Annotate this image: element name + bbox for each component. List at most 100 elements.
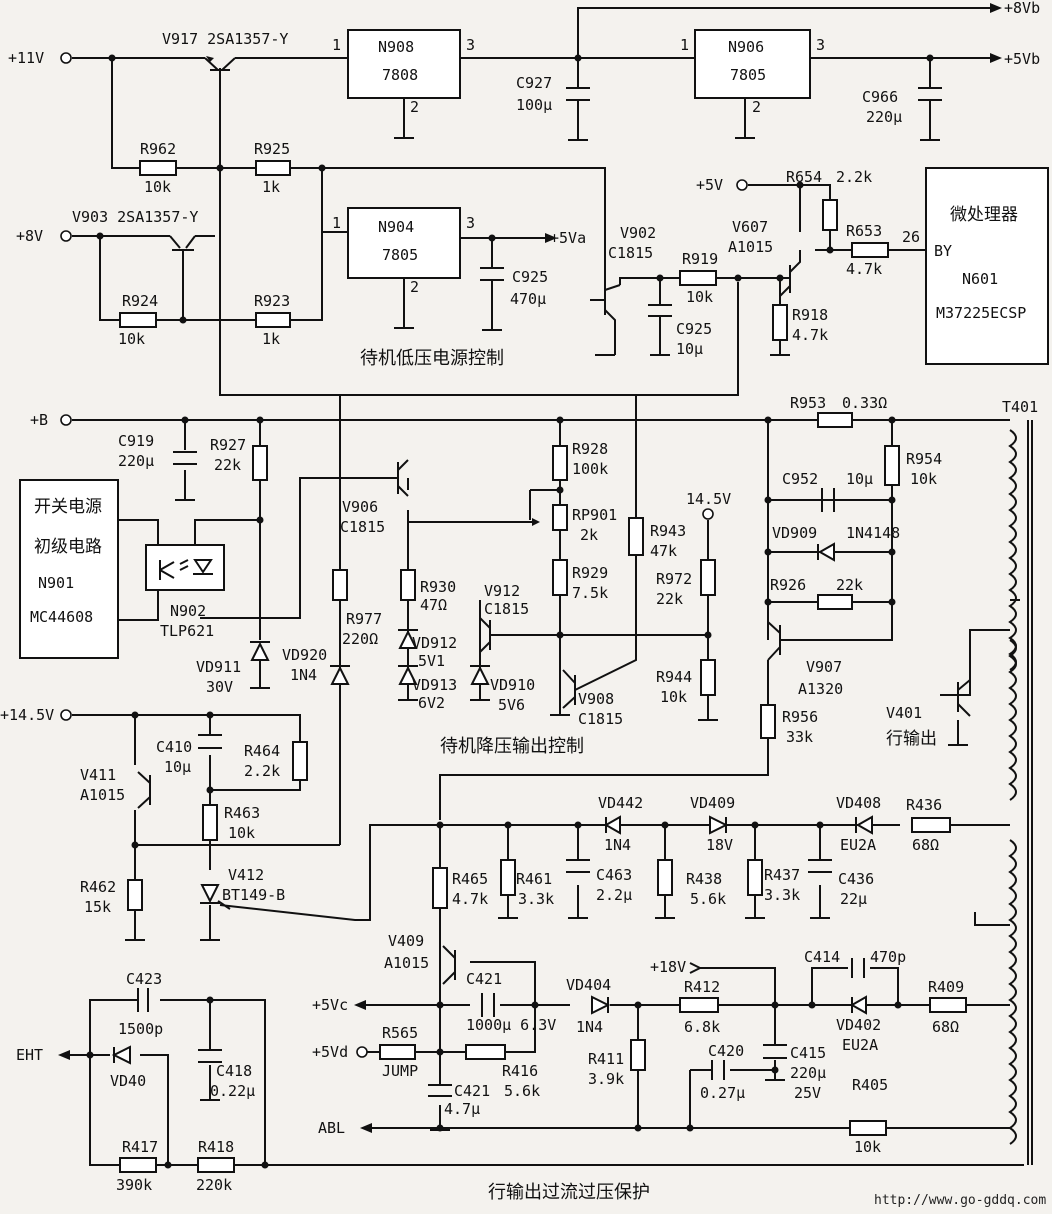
- svg-text:R416: R416: [502, 1062, 538, 1080]
- svg-text:C410: C410: [156, 738, 192, 756]
- svg-text:22k: 22k: [836, 576, 863, 594]
- svg-text:R923: R923: [254, 292, 290, 310]
- svg-text:10k: 10k: [854, 1138, 881, 1156]
- rail-14-5v: +14.5V: [0, 706, 54, 724]
- svg-text:N601: N601: [962, 270, 998, 288]
- svg-text:5.6k: 5.6k: [690, 890, 726, 908]
- svg-text:行输出: 行输出: [886, 729, 937, 749]
- svg-text:JUMP: JUMP: [382, 1062, 418, 1080]
- svg-text:R926: R926: [770, 576, 806, 594]
- svg-text:C1815: C1815: [340, 518, 385, 536]
- svg-text:R654: R654: [786, 168, 822, 186]
- svg-text:2.2k: 2.2k: [244, 762, 280, 780]
- rail-5vb: +5Vb: [1004, 50, 1040, 68]
- svg-text:C1815: C1815: [608, 244, 653, 262]
- svg-text:3.3k: 3.3k: [518, 890, 554, 908]
- svg-text:R919: R919: [682, 250, 718, 268]
- svg-text:VD911: VD911: [196, 658, 241, 676]
- svg-text:VD912: VD912: [412, 634, 457, 652]
- svg-text:C423: C423: [126, 970, 162, 988]
- rail-b: +B: [30, 411, 48, 429]
- svg-text:V902: V902: [620, 224, 656, 242]
- svg-text:V912: V912: [484, 582, 520, 600]
- svg-text:R962: R962: [140, 140, 176, 158]
- svg-text:C415: C415: [790, 1044, 826, 1062]
- svg-text:10k: 10k: [118, 330, 145, 348]
- svg-text:2: 2: [410, 98, 419, 116]
- svg-text:2: 2: [410, 278, 419, 296]
- svg-text:C927: C927: [516, 74, 552, 92]
- svg-text:3: 3: [466, 36, 475, 54]
- svg-text:V411: V411: [80, 766, 116, 784]
- svg-text:R953: R953: [790, 394, 826, 412]
- optocoupler-n902: N902 TLP621: [145, 544, 225, 640]
- rail-18v: +18V: [650, 958, 686, 976]
- svg-text:220μ: 220μ: [866, 108, 902, 126]
- svg-text:R463: R463: [224, 804, 260, 822]
- svg-text:4.7k: 4.7k: [792, 326, 828, 344]
- svg-text:R462: R462: [80, 878, 116, 896]
- svg-text:100μ: 100μ: [516, 96, 552, 114]
- svg-text:R409: R409: [928, 978, 964, 996]
- svg-text:C952: C952: [782, 470, 818, 488]
- rail-8vb: +8Vb: [1004, 0, 1040, 17]
- svg-text:1N4: 1N4: [576, 1018, 603, 1036]
- svg-text:22k: 22k: [656, 590, 683, 608]
- svg-text:7.5k: 7.5k: [572, 584, 608, 602]
- svg-text:1: 1: [680, 36, 689, 54]
- svg-text:47k: 47k: [650, 542, 677, 560]
- svg-text:33k: 33k: [786, 728, 813, 746]
- section-title-standby-power: 待机低压电源控制: [360, 348, 504, 369]
- svg-text:2.2μ: 2.2μ: [596, 886, 632, 904]
- svg-text:C919: C919: [118, 432, 154, 450]
- svg-text:18V: 18V: [706, 836, 733, 854]
- svg-text:0.33Ω: 0.33Ω: [842, 394, 887, 412]
- svg-text:VD910: VD910: [490, 676, 535, 694]
- svg-text:10μ: 10μ: [676, 340, 703, 358]
- t401-label: T401: [1002, 398, 1038, 416]
- svg-text:R412: R412: [684, 978, 720, 996]
- svg-text:R930: R930: [420, 578, 456, 596]
- svg-text:N908: N908: [378, 38, 414, 56]
- svg-text:V906: V906: [342, 498, 378, 516]
- svg-text:470μ: 470μ: [510, 290, 546, 308]
- svg-text:10k: 10k: [686, 288, 713, 306]
- svg-text:68Ω: 68Ω: [912, 836, 939, 854]
- svg-text:A1015: A1015: [728, 238, 773, 256]
- svg-text:R436: R436: [906, 796, 942, 814]
- section-title-standby-buck: 待机降压输出控制: [440, 736, 584, 757]
- rail-8v: +8V: [16, 227, 43, 245]
- svg-text:5.6k: 5.6k: [504, 1082, 540, 1100]
- svg-text:2k: 2k: [580, 526, 598, 544]
- svg-text:2.2k: 2.2k: [836, 168, 872, 186]
- svg-text:4.7k: 4.7k: [452, 890, 488, 908]
- rail-abl: ABL: [318, 1119, 345, 1137]
- svg-text:C1815: C1815: [578, 710, 623, 728]
- svg-text:100k: 100k: [572, 460, 608, 478]
- svg-text:VD404: VD404: [566, 976, 611, 994]
- svg-text:VD408: VD408: [836, 794, 881, 812]
- svg-text:220μ: 220μ: [118, 452, 154, 470]
- website-watermark: http://www.go-gddq.com: [874, 1193, 1046, 1208]
- svg-text:10k: 10k: [228, 824, 255, 842]
- svg-text:V907: V907: [806, 658, 842, 676]
- svg-text:MC44608: MC44608: [30, 608, 93, 626]
- svg-text:10k: 10k: [660, 688, 687, 706]
- junction-dots: [86, 54, 934, 1169]
- svg-text:R411: R411: [588, 1050, 624, 1068]
- svg-text:220Ω: 220Ω: [342, 630, 378, 648]
- ic-n906: N906 7805 1 3 2: [680, 29, 825, 116]
- svg-text:VD409: VD409: [690, 794, 735, 812]
- ic-microprocessor-n601: 微处理器 N601 M37225ECSP 26 BY: [902, 167, 1049, 365]
- svg-text:220k: 220k: [196, 1176, 232, 1194]
- svg-text:C418: C418: [216, 1062, 252, 1080]
- svg-text:470p: 470p: [870, 948, 906, 966]
- svg-text:VD909: VD909: [772, 524, 817, 542]
- svg-text:V409: V409: [388, 932, 424, 950]
- svg-text:390k: 390k: [116, 1176, 152, 1194]
- svg-text:VD402: VD402: [836, 1016, 881, 1034]
- svg-text:1N4148: 1N4148: [846, 524, 900, 542]
- svg-text:7808: 7808: [382, 66, 418, 84]
- svg-text:N902: N902: [170, 602, 206, 620]
